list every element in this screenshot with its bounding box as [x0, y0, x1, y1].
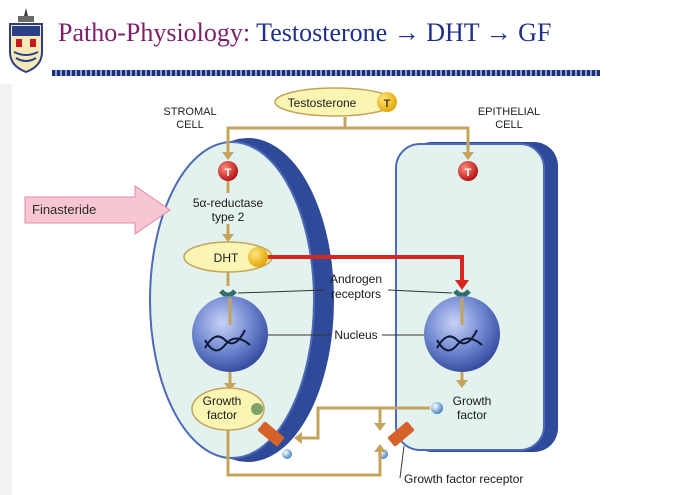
stromal-label-2: CELL — [176, 119, 204, 131]
paracrine-arrow — [226, 430, 382, 477]
growth-factor-stromal-1: Growth — [203, 394, 242, 408]
testosterone-label: Testosterone — [288, 96, 357, 110]
testosterone-t-icon — [377, 92, 397, 112]
growth-factor-ball-icon — [251, 403, 263, 415]
dht-ball-icon — [248, 247, 268, 267]
finasteride-arrow — [24, 185, 171, 235]
arrowhead — [224, 383, 236, 391]
arrowhead — [374, 423, 386, 431]
arrowhead — [462, 152, 474, 160]
finasteride-label: Finasteride — [32, 202, 96, 217]
androgen-pointer — [237, 289, 326, 294]
dht-label: DHT — [214, 251, 239, 265]
title-pathway: Testosterone → DHT → GF — [256, 18, 552, 47]
growth-factor-ball-icon — [431, 402, 443, 414]
t-badge-letter: T — [465, 167, 472, 179]
androgen-pointer — [387, 289, 453, 294]
arrowhead — [455, 280, 469, 290]
growth-factor-receptor-epithelial — [388, 421, 414, 447]
epithelial-label-2: CELL — [495, 119, 523, 131]
receptor-ball-icon — [282, 449, 292, 459]
title-underline — [52, 70, 600, 76]
arrowhead — [222, 234, 234, 242]
nucleus-label: Nucleus — [334, 328, 377, 342]
left-margin-bar — [0, 84, 12, 495]
stromal-label-1: STROMAL — [163, 106, 216, 118]
arrowhead — [294, 432, 302, 444]
dna-icon — [204, 329, 251, 352]
university-crest-icon — [9, 8, 43, 74]
growth-factor-receptor-stromal — [258, 421, 284, 447]
t-badge-letter: T — [225, 167, 232, 179]
enzyme-label-2: type 2 — [212, 210, 245, 224]
arrowhead — [456, 380, 468, 388]
androgen-receptor-stromal — [219, 289, 237, 298]
slide-title: Patho-Physiology: Testosterone → DHT → G… — [58, 18, 551, 48]
gf-receptor-pointer — [399, 445, 405, 479]
dna-icon — [436, 329, 483, 352]
growth-factor-epi-2: factor — [457, 408, 487, 422]
androgen-label-1: Androgen — [330, 272, 382, 286]
testosterone-branch-arrow — [226, 117, 470, 155]
growth-factor-stromal-2: factor — [207, 408, 237, 422]
enzyme-label-1: 5α-reductase — [193, 196, 264, 210]
growth-factor-epi-1: Growth — [453, 394, 492, 408]
nucleus-stromal — [192, 296, 268, 372]
testosterone-t-letter: T — [384, 98, 391, 110]
nucleus-epithelial — [424, 296, 500, 372]
t-badge-epithelial — [458, 161, 478, 181]
epithelial-label-1: EPITHELIAL — [478, 106, 540, 118]
arrowhead — [222, 152, 234, 160]
androgen-receptor-epithelial — [453, 289, 471, 298]
androgen-label-2: receptors — [331, 287, 381, 301]
t-badge-stromal — [218, 161, 238, 181]
dht-transfer-arrow — [268, 255, 464, 282]
title-prefix: Patho-Physiology: — [58, 18, 257, 47]
arrowhead — [374, 444, 386, 452]
paracrine-arrow — [300, 406, 430, 440]
gf-receptor-label: Growth factor receptor — [404, 472, 523, 486]
